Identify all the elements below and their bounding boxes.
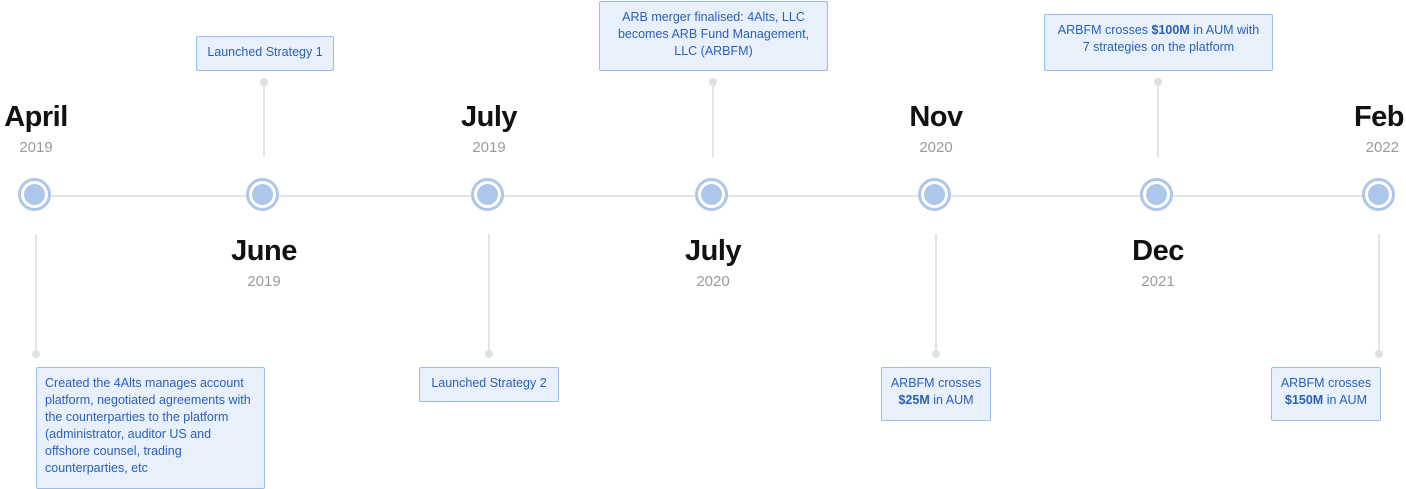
- milestone-date-nov-2020: Nov 2020: [846, 100, 1026, 158]
- connector-dot: [1375, 350, 1383, 358]
- milestone-card-text: ARBFM crosses: [890, 376, 982, 390]
- connector-line: [35, 234, 37, 352]
- connector-dot: [32, 350, 40, 358]
- milestone-month: Feb: [1353, 101, 1405, 133]
- milestone-card-april-2019: Created the 4Alts manages account platfo…: [36, 367, 265, 489]
- milestone-card-text: Launched Strategy 1: [207, 45, 323, 59]
- milestone-month: July: [684, 235, 742, 267]
- milestone-month: Nov: [909, 101, 963, 133]
- milestone-year: 2020: [696, 273, 730, 290]
- milestone-year: 2019: [472, 139, 506, 156]
- connector-dot: [260, 78, 268, 86]
- milestone-year: 2019: [247, 273, 281, 290]
- milestone-card-text: ARB merger finalised: 4Alts, LLC becomes…: [617, 10, 810, 58]
- connector-line: [935, 234, 937, 352]
- milestone-date-dec-2021: Dec 2021: [1068, 234, 1248, 292]
- timeline-node-july-2019: [471, 178, 504, 211]
- timeline-node-july-2020: [695, 178, 728, 211]
- milestone-card-amount: $25M: [898, 393, 930, 407]
- milestone-card-text: ARBFM crosses: [1280, 376, 1372, 390]
- milestone-date-july-2020: July 2020: [623, 234, 803, 292]
- timeline-node-feb-2022: [1362, 178, 1395, 211]
- milestone-month: Dec: [1132, 235, 1184, 267]
- connector-dot: [1154, 78, 1162, 86]
- timeline-node-nov-2020: [918, 178, 951, 211]
- milestone-card-nov-2020: ARBFM crosses $25M in AUM: [881, 367, 991, 421]
- milestone-date-april-2019: April 2019: [0, 100, 126, 158]
- connector-line: [712, 84, 714, 157]
- milestone-card-july-2019: Launched Strategy 2: [419, 367, 559, 402]
- milestone-date-feb-2022: Feb 2022: [1262, 100, 1406, 158]
- connector-line: [263, 84, 265, 157]
- milestone-card-feb-2022: ARBFM crosses $150M in AUM: [1271, 367, 1381, 421]
- milestone-card-dec-2021: ARBFM crosses $100M in AUM with 7 strate…: [1044, 14, 1273, 71]
- milestone-card-amount: $150M: [1285, 393, 1324, 407]
- milestone-date-june-2019: June 2019: [174, 234, 354, 292]
- milestone-card-text: ARBFM crosses: [1057, 23, 1152, 37]
- milestone-month: June: [231, 235, 297, 267]
- connector-line: [1378, 234, 1380, 352]
- milestone-card-text-suffix: in AUM: [929, 393, 974, 407]
- milestone-month: April: [4, 101, 68, 133]
- milestone-card-july-2020: ARB merger finalised: 4Alts, LLC becomes…: [599, 1, 828, 71]
- connector-line: [488, 234, 490, 352]
- connector-dot: [485, 350, 493, 358]
- timeline-node-dec-2021: [1140, 178, 1173, 211]
- milestone-year: 2020: [919, 139, 953, 156]
- milestone-card-text: Created the 4Alts manages account platfo…: [45, 376, 251, 475]
- milestone-card-text-suffix: in AUM with 7 strategies on the platform: [1082, 23, 1260, 54]
- timeline-node-june-2019: [246, 178, 279, 211]
- milestone-date-july-2019: July 2019: [399, 100, 579, 158]
- timeline-node-april-2019: [18, 178, 51, 211]
- milestone-month: July: [460, 101, 518, 133]
- milestone-card-amount: $100M: [1151, 23, 1190, 37]
- milestone-card-text: Launched Strategy 2: [431, 376, 547, 390]
- milestone-year: 2019: [19, 139, 53, 156]
- connector-dot: [932, 350, 940, 358]
- milestone-card-text-suffix: in AUM: [1323, 393, 1367, 407]
- milestone-year: 2022: [1365, 139, 1399, 156]
- milestone-card-june-2019: Launched Strategy 1: [196, 36, 334, 71]
- connector-line: [1157, 84, 1159, 157]
- milestone-year: 2021: [1141, 273, 1175, 290]
- connector-dot: [709, 78, 717, 86]
